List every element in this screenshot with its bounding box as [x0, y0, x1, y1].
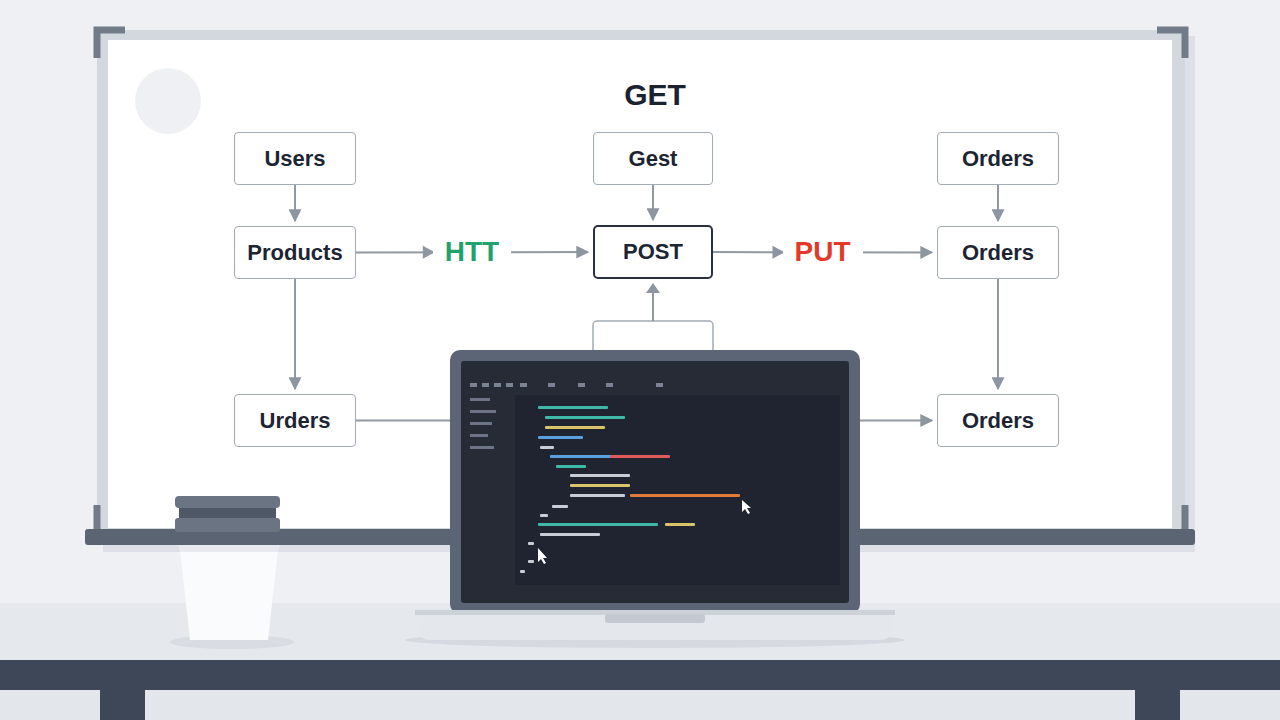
code-line: [570, 484, 630, 487]
code-line: [570, 474, 630, 477]
code-line: [545, 416, 625, 419]
code-line: [528, 560, 534, 563]
sidebar-item: [470, 410, 496, 413]
cup-rim: [178, 545, 280, 552]
flow-arrow: [997, 185, 999, 221]
frame-corner: [97, 30, 125, 58]
box-label: Orders: [962, 146, 1034, 171]
code-line: [540, 446, 554, 449]
toolbar-icon: [470, 383, 477, 387]
method-label: HTT: [433, 237, 511, 268]
code-line: [552, 505, 568, 508]
arrow-head: [646, 283, 660, 293]
code-line: [540, 533, 600, 536]
floor: [0, 690, 1280, 720]
board-mark: [135, 68, 201, 134]
endpoint-box: Users: [234, 132, 356, 185]
toolbar-icon: [606, 383, 613, 387]
sidebar-item: [470, 434, 488, 437]
flow-arrow: [294, 279, 296, 389]
endpoint-box: Orders: [937, 394, 1059, 447]
endpoint-box: Products: [234, 226, 356, 279]
text-cursor: [538, 548, 547, 564]
flow-arrow: [652, 185, 654, 220]
code-editor: [515, 395, 840, 585]
leader-line: [652, 292, 654, 321]
code-line: [630, 494, 740, 497]
toolbar-icon: [578, 383, 585, 387]
box-label: Orders: [962, 408, 1034, 433]
endpoint-box: Urders: [234, 394, 356, 447]
code-line: [545, 426, 605, 429]
laptop-base: [415, 612, 895, 640]
frame-corner: [94, 505, 101, 530]
toolbar-icon: [482, 383, 489, 387]
box-label: Orders: [962, 240, 1034, 265]
laptop-screen: [461, 361, 849, 603]
toolbar-icon: [494, 383, 501, 387]
code-line: [570, 494, 625, 497]
code-line: [556, 465, 586, 468]
cup-body: [180, 550, 278, 640]
box-label: Products: [247, 240, 342, 265]
code-line: [520, 570, 525, 573]
box-label: Gest: [629, 146, 678, 171]
code-line: [665, 523, 695, 526]
desk-leg: [100, 690, 145, 720]
laptop-lid: [450, 350, 860, 614]
code-line: [538, 406, 608, 409]
sidebar-item: [470, 422, 492, 425]
endpoint-box: Orders: [937, 132, 1059, 185]
cup-lid: [179, 508, 276, 518]
endpoint-box: Orders: [937, 226, 1059, 279]
cup-lid: [175, 496, 280, 508]
code-line: [528, 542, 534, 545]
sidebar-item: [470, 446, 494, 449]
box-label: Users: [264, 146, 325, 171]
method-label: PUT: [783, 237, 863, 268]
code-line: [610, 455, 670, 458]
code-line: [540, 514, 548, 517]
laptop-notch: [605, 614, 705, 623]
toolbar-icon: [548, 383, 555, 387]
toolbar-icon: [506, 383, 513, 387]
endpoint-box: Gest: [593, 132, 713, 185]
endpoint-box: POST: [593, 225, 713, 279]
code-line: [538, 436, 583, 439]
diagram-title: GET: [624, 78, 686, 112]
frame-corner: [1182, 505, 1189, 530]
frame-corner: [1157, 30, 1185, 58]
box-label: Urders: [260, 408, 331, 433]
mouse-cursor: [742, 500, 751, 514]
toolbar-icon: [520, 383, 527, 387]
flow-arrow: [997, 279, 999, 389]
code-line: [538, 523, 658, 526]
box-label: POST: [623, 239, 683, 264]
cup-lid: [175, 518, 280, 532]
sidebar-item: [470, 398, 490, 401]
toolbar-icon: [656, 383, 663, 387]
desk-leg: [1135, 690, 1180, 720]
desk-edge: [0, 660, 1280, 690]
flow-arrow: [294, 185, 296, 221]
